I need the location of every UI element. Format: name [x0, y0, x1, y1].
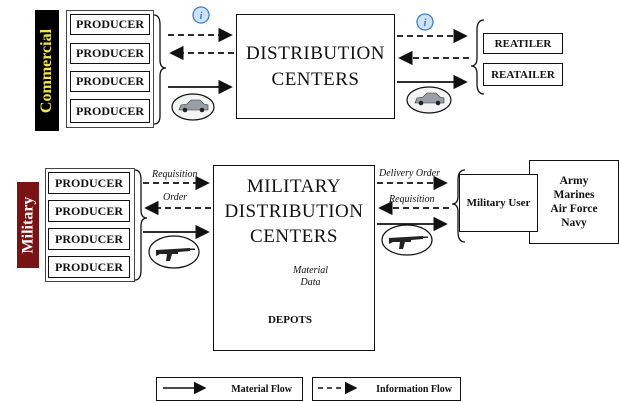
info-icon: i: [416, 13, 434, 31]
rifle-icon: [381, 224, 433, 256]
distribution-centers-line1: DISTRIBUTION: [246, 42, 385, 64]
service-navy: Navy: [561, 217, 587, 229]
producer-box: PRODUCER: [48, 256, 130, 278]
service-marines: Marines: [553, 189, 595, 201]
legend-material-flow-label: Material Flow: [231, 383, 292, 395]
producer-box: PRODUCER: [48, 172, 130, 194]
car-icon: [171, 93, 215, 121]
requisition-label: Requisition: [152, 169, 198, 180]
distribution-centers-box: DISTRIBUTION CENTERS: [236, 14, 395, 119]
producer-brace: [153, 14, 167, 125]
svg-text:i: i: [423, 17, 427, 29]
military-producer-brace: [134, 169, 148, 281]
retailer-brace: [470, 19, 485, 95]
military-dc-line2: DISTRIBUTION: [224, 201, 364, 222]
order-label: Order: [163, 192, 188, 203]
delivery-order-label: Delivery Order: [379, 168, 440, 179]
military-dc-line1: MILITARY: [246, 176, 342, 197]
military-sidebar: Military: [17, 182, 39, 268]
military-user-box: Military User: [459, 174, 538, 232]
distribution-centers-line2: CENTERS: [271, 68, 360, 90]
producer-box: PRODUCER: [70, 71, 150, 92]
military-label: Military: [19, 196, 36, 254]
service-army: Army: [559, 175, 589, 187]
car-icon: [406, 86, 452, 114]
producer-box: PRODUCER: [48, 228, 130, 250]
military-distribution-centers-box: MILITARY DISTRIBUTION CENTERS: [213, 165, 375, 351]
legend-information-flow: Information Flow: [312, 377, 461, 401]
retailer-box: REATAILER: [483, 63, 563, 86]
military-user-label: Military User: [466, 197, 531, 209]
svg-text:i: i: [199, 10, 203, 22]
material-data-label: Material Data: [293, 265, 328, 288]
producer-box: PRODUCER: [70, 43, 150, 64]
commercial-sidebar: Commercial: [35, 10, 59, 131]
requisition-label: Requisition: [389, 194, 435, 205]
services-box: Army Marines Air Force Navy: [529, 160, 619, 244]
service-air-force: Air Force: [550, 203, 598, 215]
military-user-brace: [451, 169, 466, 243]
depots-label: DEPOTS: [267, 314, 312, 326]
commercial-label: Commercial: [38, 28, 55, 113]
rifle-icon: [148, 235, 200, 269]
producer-box: PRODUCER: [70, 99, 150, 123]
info-icon: i: [192, 6, 210, 24]
producer-box: PRODUCER: [70, 14, 150, 35]
producer-box: PRODUCER: [48, 200, 130, 222]
legend-material-flow: Material Flow: [156, 377, 303, 401]
military-dc-line3: CENTERS: [250, 226, 338, 247]
legend-information-flow-label: Information Flow: [376, 383, 452, 395]
retailer-box: REATILER: [483, 33, 563, 54]
